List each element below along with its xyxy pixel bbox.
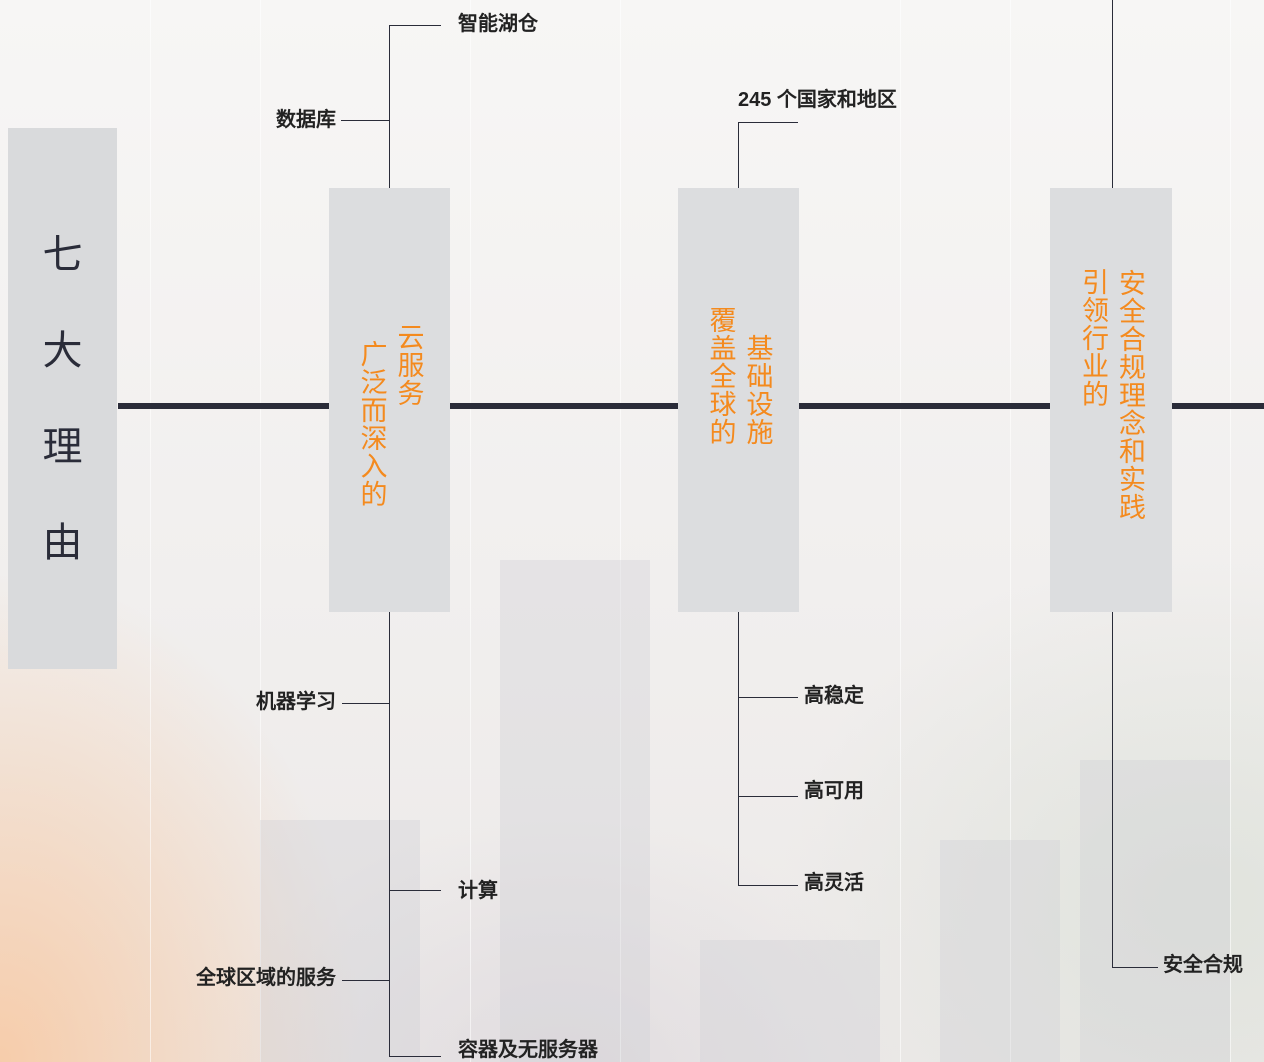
connector	[389, 1056, 441, 1057]
connector	[389, 890, 441, 891]
label-high-availability: 高可用	[804, 780, 864, 802]
connector	[738, 612, 739, 886]
connector	[341, 120, 389, 121]
connector	[1112, 967, 1158, 968]
label-database: 数据库	[276, 109, 336, 131]
title-char-2: 大	[42, 327, 83, 374]
connector	[389, 25, 441, 26]
label-security-compliance: 安全合规	[1163, 954, 1243, 976]
pillar-2-subtitle: 覆盖全球的	[704, 306, 736, 446]
connector	[342, 980, 389, 981]
connector	[738, 122, 739, 188]
label-high-stability: 高稳定	[804, 685, 864, 707]
connector	[738, 885, 798, 886]
label-containers-serverless: 容器及无服务器	[458, 1039, 598, 1061]
pillar-2-title: 基础设施	[741, 334, 773, 446]
connector	[738, 697, 798, 698]
label-high-flexibility: 高灵活	[804, 872, 864, 894]
title-char-3: 理	[42, 423, 83, 470]
connector	[389, 25, 390, 188]
connector	[1112, 0, 1113, 188]
title-char-4: 由	[42, 519, 83, 566]
label-machine-learning: 机器学习	[256, 691, 336, 713]
label-countries-regions: 245 个国家和地区	[738, 89, 897, 111]
pillar-infrastructure: 基础设施 覆盖全球的	[678, 188, 799, 612]
connector	[389, 612, 390, 1056]
pillar-1-title: 云服务	[392, 323, 424, 407]
connector	[738, 796, 798, 797]
pillar-security-compliance: 安全合规理念和实践 引领行业的	[1050, 188, 1172, 612]
seven-reasons-title-box: 七 大 理 由	[8, 128, 117, 669]
label-global-region-services: 全球区域的服务	[196, 967, 336, 989]
title-char-1: 七	[42, 231, 83, 278]
pillar-3-title: 安全合规理念和实践	[1114, 269, 1145, 521]
connector	[738, 122, 798, 123]
label-compute: 计算	[458, 880, 498, 902]
label-smart-lakehouse: 智能湖仓	[458, 13, 538, 35]
connector	[1112, 612, 1113, 968]
pillar-1-subtitle: 广泛而深入的	[355, 340, 387, 508]
pillar-3-subtitle: 引领行业的	[1077, 268, 1108, 408]
pillar-cloud-services: 云服务 广泛而深入的	[329, 188, 450, 612]
connector	[342, 703, 389, 704]
